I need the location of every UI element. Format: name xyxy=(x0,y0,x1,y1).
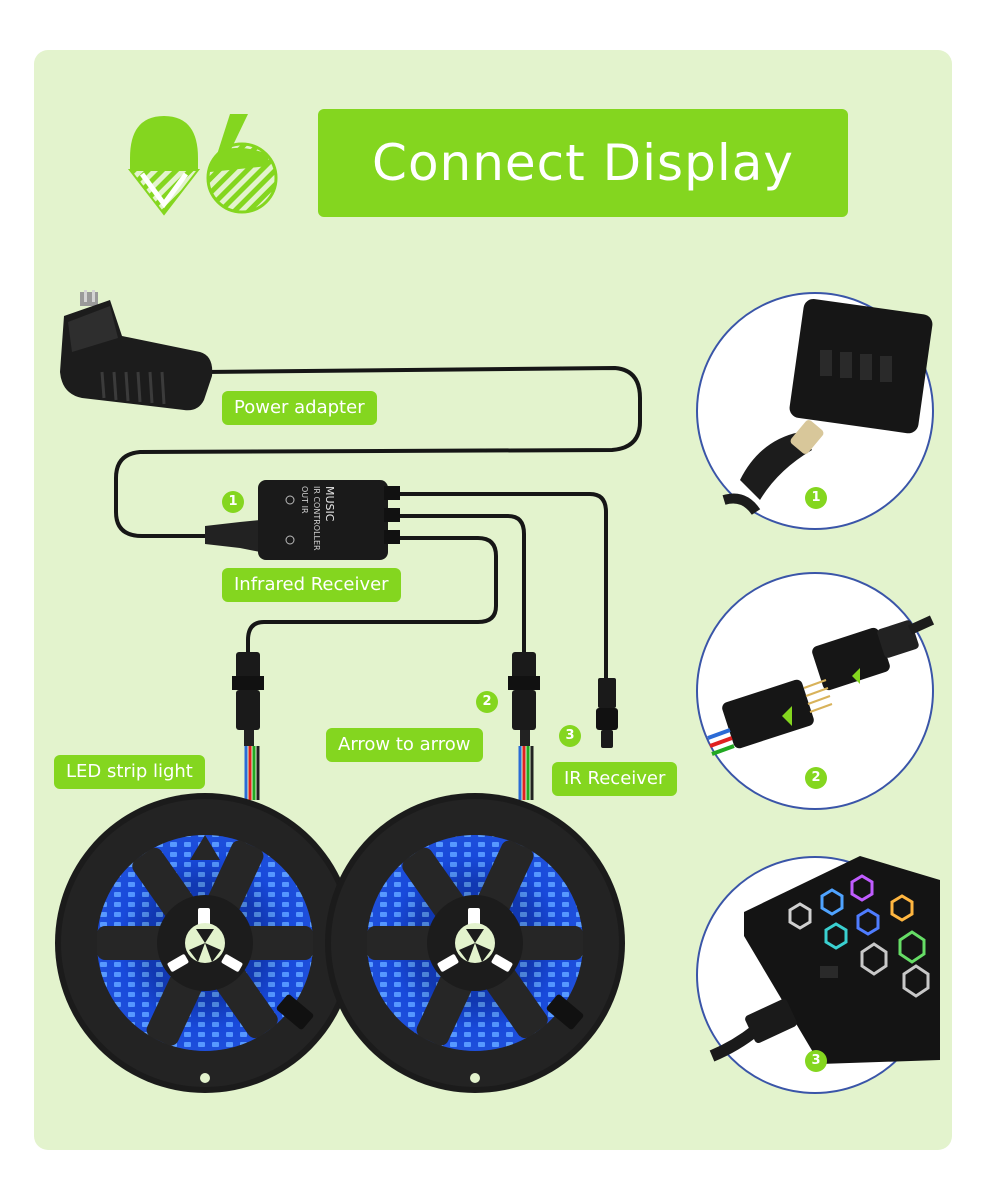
label-led-strip-light: LED strip light xyxy=(54,755,205,789)
controller-label-music: MUSIC xyxy=(323,486,336,522)
marker-1: 1 xyxy=(222,491,244,513)
label-infrared-receiver: Infrared Receiver xyxy=(222,568,401,602)
marker-2: 2 xyxy=(476,691,498,713)
controller-label-ir: IR CONTROLLER xyxy=(312,486,321,551)
power-adapter xyxy=(60,290,212,410)
arrow-connector-2 xyxy=(508,652,540,800)
label-arrow-to-arrow: Arrow to arrow xyxy=(326,728,483,762)
arrow-connector-1 xyxy=(232,652,264,800)
led-reel-2 xyxy=(325,793,625,1093)
detail-marker-2: 2 xyxy=(805,767,827,789)
controller-label-ports: OUT IR xyxy=(300,486,309,514)
led-reel-1 xyxy=(55,793,355,1093)
detail-marker-3: 3 xyxy=(805,1050,827,1072)
label-ir-receiver: IR Receiver xyxy=(552,762,677,796)
ir-receiver-plug xyxy=(596,678,618,748)
label-power-adapter: Power adapter xyxy=(222,391,377,425)
detail-marker-1: 1 xyxy=(805,487,827,509)
marker-3: 3 xyxy=(559,725,581,747)
